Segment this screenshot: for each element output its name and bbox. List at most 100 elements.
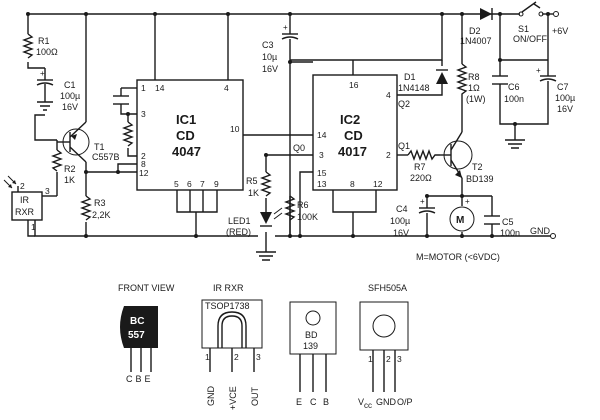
r8-value1: 1Ω — [468, 83, 480, 93]
c1-ref: C1 — [64, 80, 76, 90]
sfh-n1: 1 — [368, 354, 373, 364]
gnd-label: GND — [530, 226, 551, 236]
bd139-e: E — [296, 397, 302, 407]
gnd-terminal: GND — [530, 226, 556, 239]
r8-ref: R8 — [468, 72, 480, 82]
resistor-r8: R8 1Ω (1W) — [456, 63, 486, 104]
tsop-vce: +VCE — [228, 386, 238, 410]
pinout-bd139: BD 139 E C B — [289, 301, 337, 407]
bc557-line2: 557 — [128, 330, 145, 341]
ic1-pin1: 1 — [141, 83, 146, 93]
ic2-pin13: 13 — [317, 179, 327, 189]
r6-value: 100K — [297, 212, 318, 222]
led-led1: LED1 (RED) — [226, 207, 283, 237]
c1-value2: 16V — [62, 102, 78, 112]
ic2-pin8: 8 — [350, 179, 355, 189]
irrxr-pin3: 3 — [45, 186, 50, 196]
irrxr-pin2: 2 — [20, 181, 25, 191]
irrxr-pin1: 1 — [31, 222, 36, 232]
ic1-name2: CD — [176, 128, 195, 143]
sfh-vcc: V — [358, 397, 364, 407]
ic1-name1: IC1 — [176, 112, 196, 127]
t1-ref: T1 — [94, 142, 105, 152]
ic2-name2: CD — [344, 128, 363, 143]
t1-part: C557B — [92, 152, 120, 162]
r2-ref: R2 — [64, 164, 76, 174]
c3-ref: C3 — [262, 40, 274, 50]
sfh-title: SFH505A — [368, 283, 407, 293]
ic1-pin7: 7 — [200, 179, 205, 189]
resistor-r7: R7 220Ω — [407, 149, 440, 183]
r3-ref: R3 — [94, 198, 106, 208]
c7-ref: C7 — [557, 82, 569, 92]
c3-value2: 16V — [262, 64, 278, 74]
svg-text:+: + — [283, 23, 288, 32]
r6-ref: R6 — [297, 200, 309, 210]
tsop-title: IR RXR — [213, 283, 244, 293]
motor-m: M + — [449, 197, 475, 232]
ground-symbol-led — [256, 251, 276, 261]
ir-receiver: IR RXR 3 1 2 — [3, 175, 57, 237]
diode-d2: D2 1N4007 — [460, 8, 493, 46]
ic1-cd4047: IC1 CD 4047 1 14 4 3 2 10 8 12 5 6 7 9 — [136, 79, 244, 191]
resistor-r6: R6 100K — [284, 195, 318, 222]
resistor-r3: R3 2,2K — [80, 195, 111, 221]
r2-value: 1K — [64, 175, 75, 185]
c6-value: 100n — [504, 94, 524, 104]
ic2-q0: Q0 — [293, 143, 305, 153]
c4-value1: 100µ — [390, 216, 410, 226]
tsop-n3: 3 — [256, 352, 261, 362]
ic2-name1: IC2 — [340, 112, 360, 127]
transistor-t1: T1 C557B — [57, 121, 120, 163]
ic2-name3: 4017 — [338, 144, 367, 159]
svg-text:+: + — [465, 197, 470, 206]
bc557-title: FRONT VIEW — [118, 283, 175, 293]
d1-part: 1N4148 — [398, 83, 430, 93]
sfh-n2: 2 — [386, 354, 391, 364]
c6-ref: C6 — [508, 82, 520, 92]
led1-color: (RED) — [226, 227, 251, 237]
tsop-gnd: GND — [206, 386, 216, 407]
ic2-q2: Q2 — [398, 99, 410, 109]
tsop-out: OUT — [250, 387, 260, 407]
r3-value: 2,2K — [92, 210, 111, 220]
bd139-line2: 139 — [303, 341, 318, 351]
ic1-pin3: 3 — [141, 109, 146, 119]
ic1-pin10: 10 — [230, 124, 240, 134]
ic2-pin12: 12 — [373, 179, 383, 189]
irrxr-line1: IR — [20, 195, 30, 205]
ic2-pin14: 14 — [317, 130, 327, 140]
t2-ref: T2 — [472, 162, 483, 172]
c7-value2: 16V — [557, 104, 573, 114]
motor-symbol: M — [456, 215, 464, 226]
d1-ref: D1 — [404, 72, 416, 82]
c4-value2: 16V — [393, 228, 409, 238]
power-switch-s1: S1 ON/OFF — [513, 1, 547, 44]
capacitor-c7: + C7 100µ 16V — [536, 66, 575, 114]
resistor-r2: R2 1K — [51, 149, 76, 185]
c5-ref: C5 — [502, 217, 514, 227]
bd139-line1: BD — [305, 330, 318, 340]
transistor-t2: T2 BD139 — [443, 131, 494, 184]
ic2-pin16: 16 — [349, 80, 359, 90]
c7-value1: 100µ — [555, 93, 575, 103]
d2-ref: D2 — [469, 26, 481, 36]
junction-dots — [26, 12, 550, 238]
c1-value1: 100µ — [60, 91, 80, 101]
ic1-pin5: 5 — [174, 179, 179, 189]
r1-value: 100Ω — [36, 47, 58, 57]
ic1-pin6: 6 — [187, 179, 192, 189]
ic2-pin4: 4 — [386, 90, 391, 100]
ic2-cd4017: IC2 CD 4017 16 4 14 3 2 15 13 8 12 Q2 Q1… — [293, 74, 410, 191]
r1-ref: R1 — [38, 36, 50, 46]
led1-ref: LED1 — [228, 216, 251, 226]
ic1-pin2: 2 — [141, 151, 146, 161]
capacitor-c1: + C1 100µ 16V — [36, 69, 80, 112]
ic1-pin4: 4 — [224, 83, 229, 93]
svg-text:+: + — [40, 69, 45, 78]
resistor-r5: R5 1K — [246, 171, 272, 198]
svg-text:+: + — [536, 66, 541, 75]
sfh-gnd: GND — [376, 397, 397, 407]
ic2-q1: Q1 — [398, 141, 410, 151]
pinout-sfh505a: SFH505A 1 2 3 V cc GND O/P — [358, 283, 413, 410]
